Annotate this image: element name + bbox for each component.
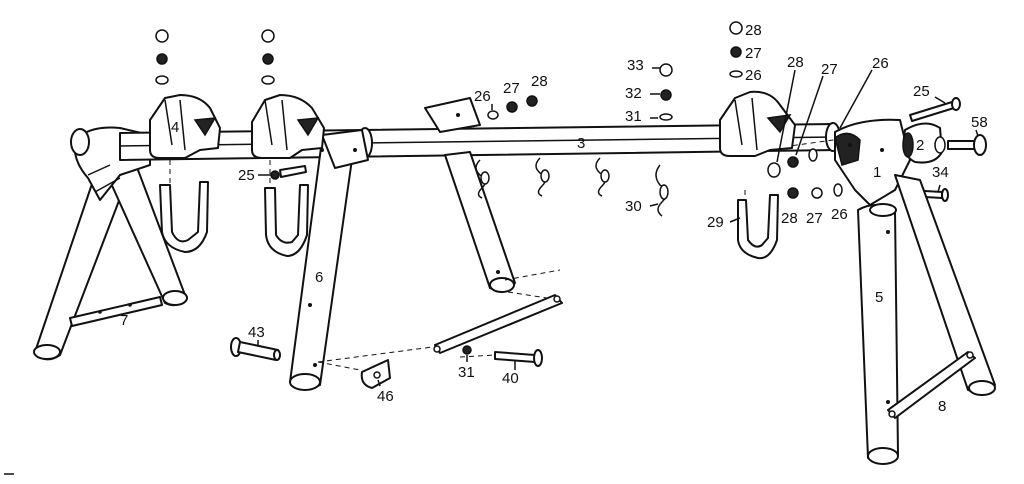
hardware-stack-left-a [155, 29, 169, 85]
label-part-26-top: 26 [745, 67, 762, 84]
bolt-part-58 [947, 134, 987, 156]
label-part-28-top: 28 [745, 22, 762, 39]
label-part-26-lower: 26 [831, 206, 848, 223]
brace-part-7 [69, 296, 163, 327]
label-part-1: 1 [873, 164, 881, 181]
bolt-part-40 [494, 349, 543, 367]
center-bracket [424, 97, 481, 133]
bolt-part-43 [230, 337, 281, 361]
label-part-28-lower: 28 [781, 210, 798, 227]
hardware-stack-left-b [261, 29, 275, 85]
s-hooks [475, 157, 610, 199]
label-part-28-center: 28 [531, 73, 548, 90]
label-part-31-upper: 31 [625, 108, 642, 125]
bracket-part-46 [360, 359, 391, 389]
brace-part-8 [887, 351, 976, 419]
label-part-6: 6 [315, 269, 323, 286]
label-part-27-right: 27 [821, 61, 838, 78]
label-part-34: 34 [932, 164, 949, 181]
hardware-right-upper [767, 148, 818, 178]
leader-lines [257, 67, 979, 387]
label-part-32: 32 [625, 85, 642, 102]
washer-58 [934, 136, 946, 154]
label-part-33: 33 [627, 57, 644, 74]
hardware-26-27-28-center [487, 95, 538, 120]
end-cap-part-2 [902, 122, 943, 164]
swing-hanger-part-4-a [149, 94, 221, 253]
label-part-4: 4 [171, 119, 179, 136]
label-part-40: 40 [502, 370, 519, 387]
hardware-stack-31-32-33 [659, 63, 673, 121]
bolt-part-25-right [909, 97, 961, 122]
rear-cross-brace [433, 294, 563, 354]
u-bolt-part-29 [737, 194, 779, 260]
hardware-stack-right-top [729, 21, 743, 78]
label-part-26-center: 26 [474, 88, 491, 105]
label-part-46: 46 [377, 388, 394, 405]
nut-part-31-lower [462, 345, 472, 355]
label-part-8: 8 [938, 398, 946, 415]
label-part-27-center: 27 [503, 80, 520, 97]
right-end-connector-part-1 [834, 118, 911, 206]
label-part-26-right: 26 [872, 55, 889, 72]
label-part-7: 7 [120, 312, 128, 329]
leg-part-6 [289, 129, 369, 391]
left-a-frame [33, 126, 188, 361]
right-leg-part-5 [857, 203, 899, 465]
label-part-25-left: 25 [238, 167, 255, 184]
bolt-part-25-left [270, 165, 307, 180]
label-part-43: 43 [248, 324, 265, 341]
label-part-28-right: 28 [787, 54, 804, 71]
swing-hanger-right [719, 90, 796, 157]
label-part-30: 30 [625, 198, 642, 215]
label-part-27-top: 27 [745, 45, 762, 62]
label-part-25-right: 25 [913, 83, 930, 100]
s-hook-part-30 [655, 164, 669, 217]
label-part-31-lower: 31 [458, 364, 475, 381]
part-labels: 3 4 5 6 7 8 1 2 25 25 26 26 26 26 27 27 … [120, 22, 988, 415]
label-part-58: 58 [971, 114, 988, 131]
label-part-2: 2 [916, 137, 924, 154]
label-part-29: 29 [707, 214, 724, 231]
label-part-27-lower: 27 [806, 210, 823, 227]
hardware-right-lower [787, 183, 843, 199]
label-part-5: 5 [875, 289, 883, 306]
swing-hanger-part-4-b [251, 94, 325, 257]
label-part-3: 3 [577, 135, 585, 152]
middle-rear-leg [444, 151, 516, 293]
right-rear-leg [894, 174, 996, 396]
